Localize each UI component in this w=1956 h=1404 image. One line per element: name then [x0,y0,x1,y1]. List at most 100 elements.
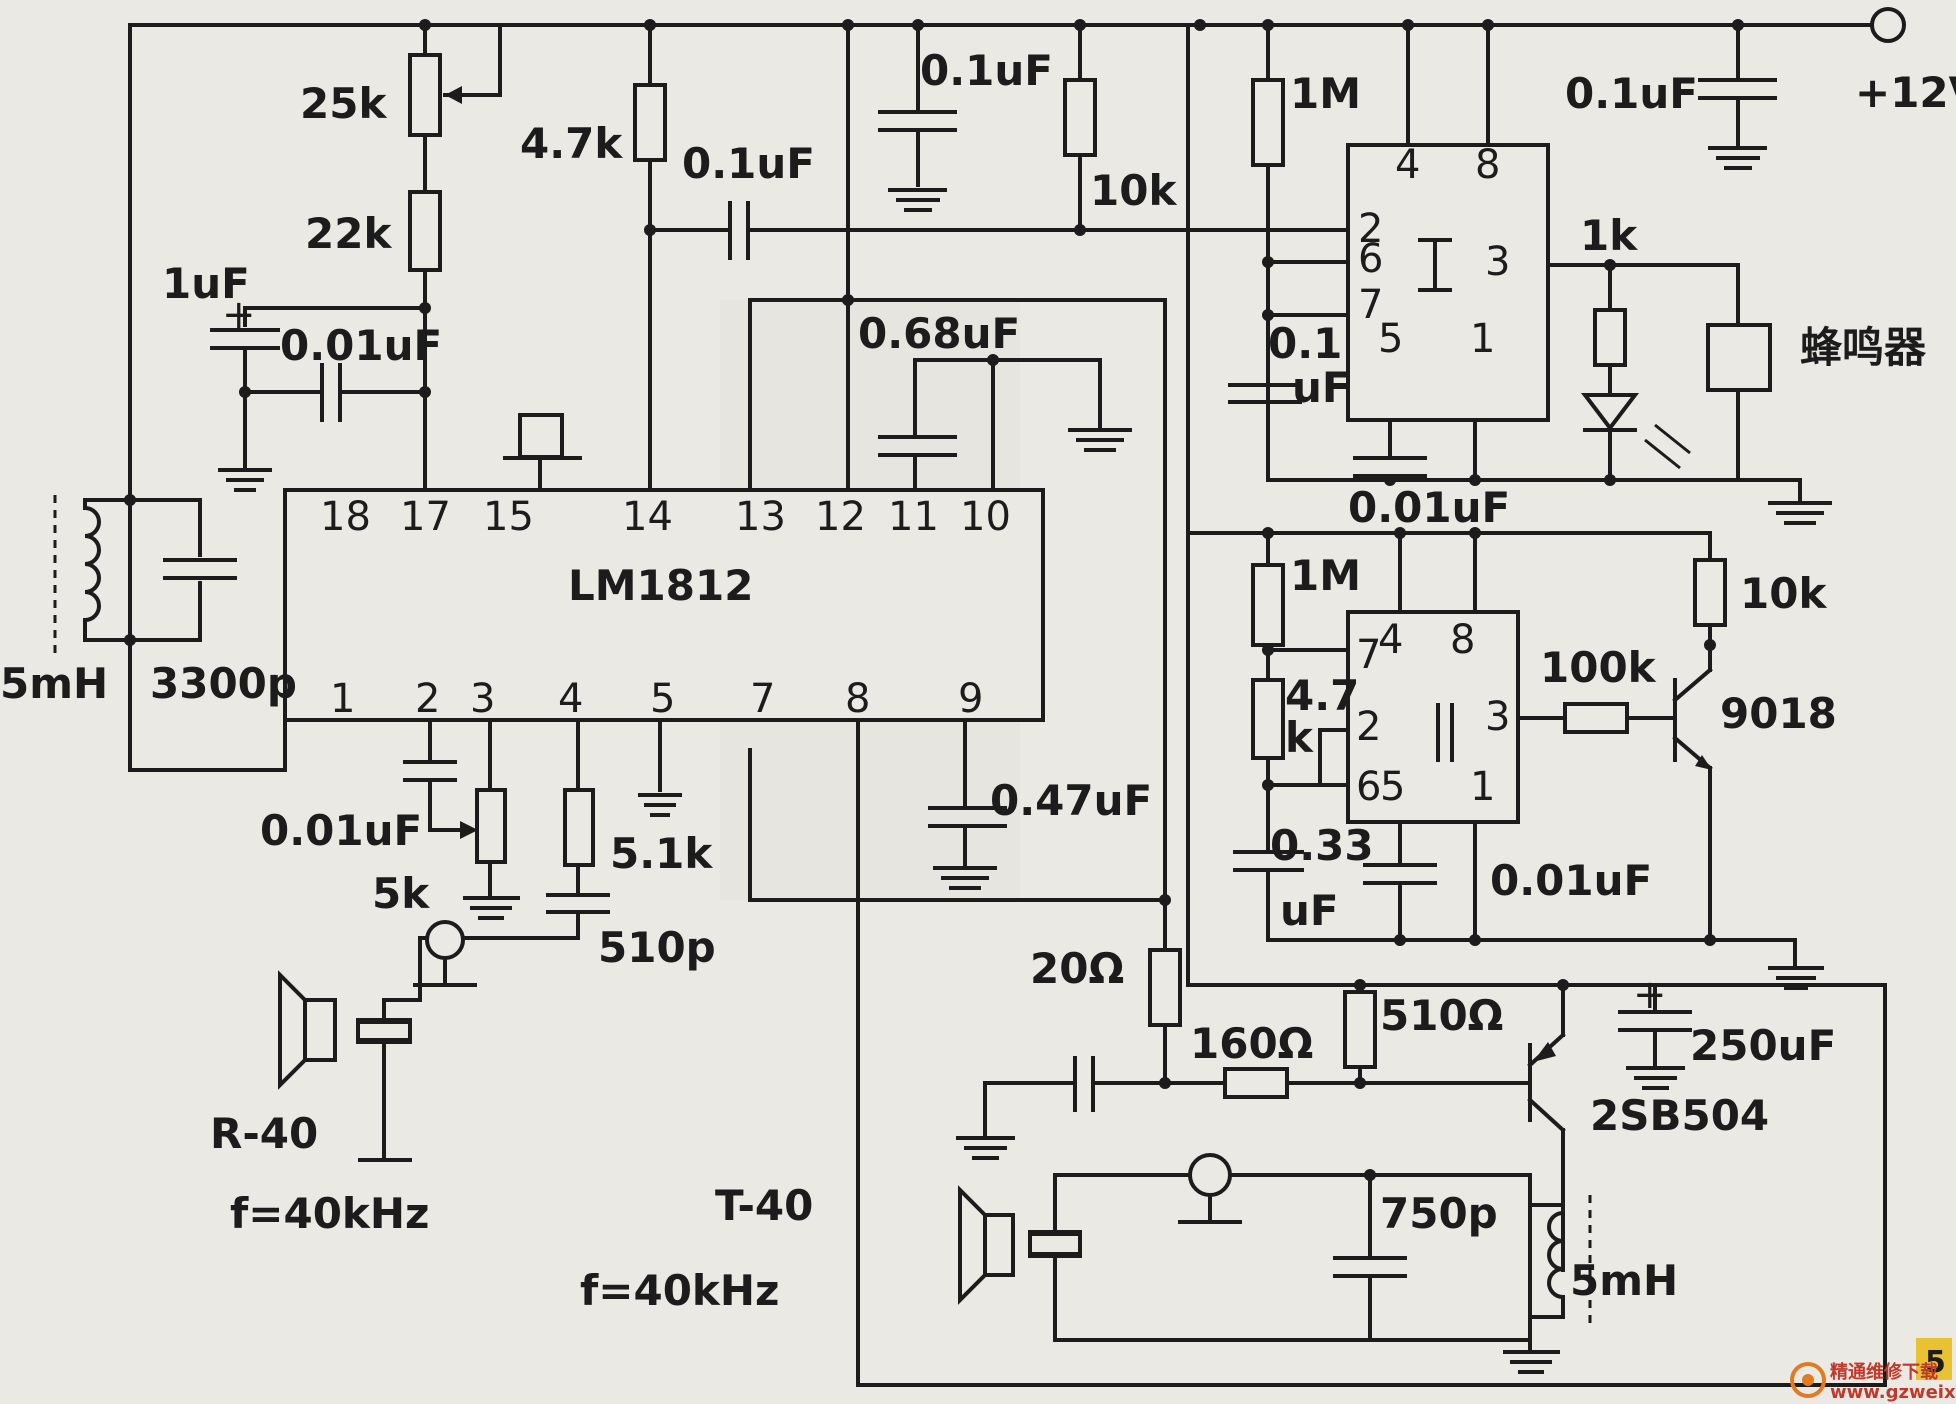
timer-upper-pin: 5 [1378,316,1403,362]
pin14-network [633,23,1262,492]
resistor-20 [1148,948,1182,1027]
timer-lower-pin: 1 [1470,764,1495,810]
ic-pin-bottom: 9 [958,676,983,722]
label-supply: +12V [1855,68,1956,117]
bias-network: + [210,23,502,492]
ic-pin-top: 18 [320,494,371,540]
label-c-250uf: 250uF [1690,1021,1836,1070]
decoupling-0-1uf [846,23,957,492]
ic-pin-bottom: 4 [558,676,583,722]
pin11-box [748,294,1167,902]
receiver-input [403,718,682,987]
supply-decoupling [1698,23,1777,170]
label-c-1uf: 1uF [162,259,250,308]
pot-5k [475,788,507,864]
resistor-10k-top [1063,23,1097,232]
watermark-title: 精通维修下载 [1830,1361,1938,1383]
resistor-1m-upper [1251,78,1285,167]
label-l-left: 5mH [0,659,108,708]
supply-terminal [1870,7,1906,43]
ic-pin-bottom: 1 [330,676,355,722]
lm1812-ic [283,488,1045,722]
resistor-1m-lower [1251,563,1285,647]
svg-text:+: + [1633,972,1667,1018]
timer-upper-pin: 8 [1475,142,1500,188]
label-c-001-input: 0.01uF [260,806,422,855]
timer-lower-pin: 8 [1450,617,1475,663]
timer-555-upper [1228,23,1832,525]
driver-stage: + [956,894,1692,1374]
receiver-transducer [278,953,422,1162]
label-r-20: 20Ω [1030,944,1124,993]
ic-pin-top: 12 [815,494,866,540]
watermark-url: www.gzweix.com [1830,1382,1956,1403]
label-buzzer: 蜂鸣器 [1800,323,1927,372]
label-c-750p: 750p [1380,1189,1498,1238]
label-r-10k-top: 10k [1090,166,1177,215]
label-r-47-lower-unit: k [1285,713,1314,762]
label-c-047: 0.47uF [990,776,1152,825]
buzzer [1706,323,1772,392]
resistor-5-1k [563,788,595,867]
timer-upper-pin: 7 [1358,282,1383,328]
component-labels: +12V25k22k1uF0.01uF5mH3300p4.7k0.1uF0.1u… [0,46,1956,1315]
label-c-01-timer: 0.1 [1268,319,1342,368]
ic-pin-bottom: 5 [650,676,675,722]
label-receiver: R-40 [210,1109,318,1158]
ic-pin-bottom: 2 [415,676,440,722]
ic-pin-top: 13 [735,494,786,540]
ic-pin-top: 11 [888,494,939,540]
label-c-001-timer: 0.01uF [1348,483,1510,532]
label-c-001-lower: 0.01uF [1490,856,1652,905]
label-r-1k: 1k [1580,211,1638,260]
label-c-3300p: 3300p [150,659,297,708]
timer-lower-pin: 5 [1380,764,1405,810]
timer-upper-pin: 2 [1358,206,1383,252]
label-receiver-freq: f=40kHz [230,1189,429,1238]
timer-upper-pin: 3 [1485,239,1510,285]
timer-upper-pin: 1 [1470,316,1495,362]
timer-lower-pin: 7 [1356,632,1381,678]
resistor-100k [1563,702,1629,734]
label-r-1m-lower: 1M [1290,551,1361,600]
pin15-ground [503,413,582,492]
page-badge: 5 [1916,1338,1952,1380]
led [1580,393,1640,432]
inductor-5mh-left [83,498,101,642]
timer-lower-pin: 4 [1378,617,1403,663]
transmitter-transducer [958,1153,1372,1342]
resistor-510 [1343,990,1377,1069]
ic-pin-bottom: 8 [845,676,870,722]
label-r-51k: 5.1k [610,829,713,878]
label-r-22k: 22k [305,209,392,258]
left-tank-circuit [53,23,287,772]
label-r-1m-upper: 1M [1290,69,1361,118]
label-r-47-lower: 4.7 [1285,671,1359,720]
ic-pin-bottom: 3 [470,676,495,722]
label-c-01-timer-unit: uF [1292,363,1351,412]
timer-lower-pin: 3 [1485,694,1510,740]
label-q-9018: 9018 [1720,689,1837,738]
ic-label: LM1812 [568,561,753,610]
label-r-510: 510Ω [1380,991,1503,1040]
resistor-22k [408,190,442,272]
label-r-100k: 100k [1540,643,1657,692]
label-c-510p: 510p [598,923,716,972]
pin9-capacitor [928,718,1007,890]
label-c-01-supply: 0.1uF [1565,69,1698,118]
resistor-160 [1223,1067,1289,1099]
label-c-01-coupling: 0.1uF [682,139,815,188]
label-c-033: 0.33 [1270,821,1374,870]
timer-lower-pin: 2 [1356,704,1381,750]
label-r-10k-lower: 10k [1740,569,1827,618]
label-c-068: 0.68uF [858,309,1020,358]
ic-pin-bottom: 7 [750,676,775,722]
resistor-4-7k-lower [1251,678,1285,760]
label-c-01-decouple: 0.1uF [920,46,1053,95]
timer-upper-pin: 6 [1358,236,1383,282]
page-number: 5 [1925,1345,1946,1380]
label-l-right: 5mH [1570,1256,1678,1305]
